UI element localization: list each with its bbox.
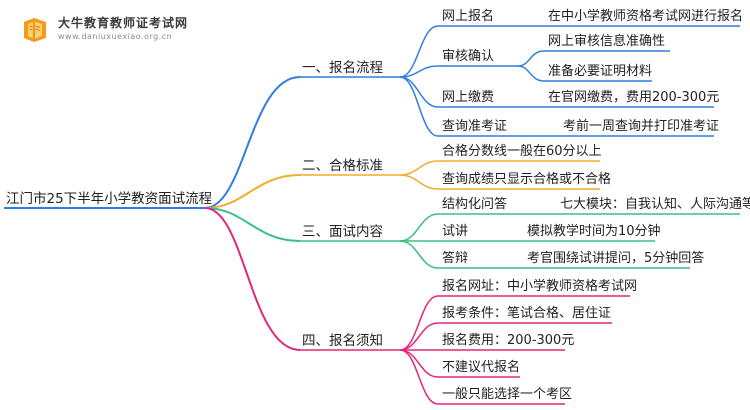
node-review-confirm: 审核确认 bbox=[442, 49, 495, 64]
node-one-exam-area: 一般只能选择一个考区 bbox=[442, 387, 573, 402]
node-registration-url: 报名网址：中小学教师资格考试网 bbox=[442, 279, 638, 294]
logo-site-name: 大牛教育教师证考试网 bbox=[58, 16, 189, 30]
site-logo: 大牛教育教师证考试网 www.daniuxuexiao.org.cn bbox=[14, 10, 274, 50]
node-eligibility: 报考条件：笔试合格、居住证 bbox=[442, 306, 612, 321]
node-structured-qa: 结构化问答 bbox=[442, 197, 508, 212]
detail-defense: 考官围绕试讲提问，5分钟回答 bbox=[527, 251, 705, 266]
node-defense: 答辩 bbox=[442, 251, 469, 266]
branch-registration-notes: 四、报名须知 bbox=[302, 333, 383, 349]
detail-review-info: 网上审核信息准确性 bbox=[548, 34, 666, 49]
node-admission-ticket: 查询准考证 bbox=[442, 119, 508, 134]
node-registration-fee: 报名费用：200-300元 bbox=[442, 333, 575, 348]
node-result-display: 查询成绩只显示合格或不合格 bbox=[442, 172, 612, 187]
node-online-registration: 网上报名 bbox=[442, 9, 495, 24]
book-logo-icon bbox=[24, 18, 46, 42]
logo-site-url: www.daniuxuexiao.org.cn bbox=[58, 32, 173, 41]
node-online-payment: 网上缴费 bbox=[442, 90, 495, 105]
detail-online-payment: 在官网缴费，费用200-300元 bbox=[548, 90, 720, 105]
detail-admission-ticket: 考前一周查询并打印准考证 bbox=[563, 119, 720, 134]
node-pass-score: 合格分数线一般在60分以上 bbox=[442, 144, 602, 159]
node-no-proxy: 不建议代报名 bbox=[442, 360, 521, 375]
branch-interview-content: 三、面试内容 bbox=[302, 224, 383, 240]
mindmap-root: 江门市25下半年小学教资面试流程 bbox=[6, 191, 213, 207]
node-trial-lecture: 试讲 bbox=[442, 224, 469, 239]
detail-prepare-documents: 准备必要证明材料 bbox=[548, 64, 653, 79]
branch-registration-process: 一、报名流程 bbox=[302, 60, 383, 76]
detail-trial-lecture: 模拟教学时间为10分钟 bbox=[527, 224, 661, 239]
branch-pass-standard: 二、合格标准 bbox=[302, 158, 383, 174]
detail-structured-qa: 七大模块：自我认知、人际沟通等 bbox=[560, 197, 750, 212]
detail-online-registration: 在中小学教师资格考试网进行报名 bbox=[548, 9, 744, 24]
